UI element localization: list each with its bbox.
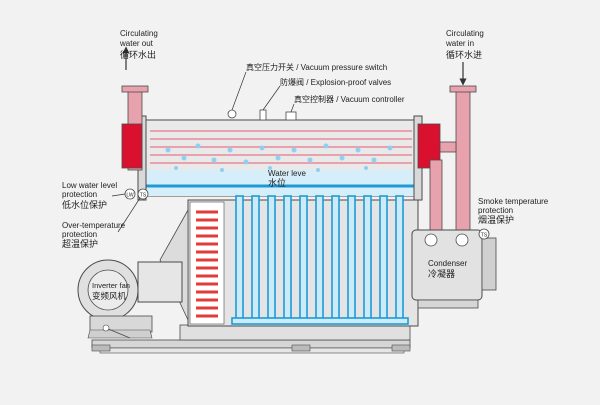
over-temp-label-en-2: protection (62, 230, 97, 239)
water-tubes (231, 195, 409, 325)
circ-in-label-en-1: Circulating (446, 29, 484, 38)
condenser (411, 229, 497, 309)
over-temp-label-cn: 超温保护 (62, 238, 98, 249)
base-frame (91, 324, 411, 354)
condenser-label-cn: 冷凝器 (428, 268, 455, 279)
smoke-sensor-label: TS (481, 233, 488, 239)
circ-in-label-en-2: water in (445, 39, 474, 48)
over-temp-sensor: TS (117, 188, 149, 233)
outlet-pipe (121, 46, 149, 171)
smoke-temp-label-en-1: Smoke temperature (478, 197, 549, 206)
fan-label-en: Inverter fan (92, 281, 130, 290)
labels: Circulating water out 循环水出 Circulating w… (62, 29, 549, 301)
explosion-valves-label: 防爆阀 / Explosion-proof valves (280, 77, 391, 87)
circ-out-label-en-1: Circulating (120, 29, 158, 38)
steam-droplets (165, 143, 393, 172)
low-water-label-cn: 低水位保护 (62, 199, 107, 210)
circ-in-label-cn: 循环水进 (446, 49, 482, 60)
vacuum-switch-leader (231, 71, 247, 111)
vacuum-switch-label: 真空压力开关 / Vacuum pressure switch (246, 62, 387, 72)
low-water-sensor-label: LW (126, 193, 133, 199)
water-level-label-cn: 水位 (268, 177, 286, 188)
vacuum-controller-box (285, 111, 297, 121)
explosion-valve (259, 109, 267, 121)
heat-exchanger-coils (150, 130, 412, 164)
fan-label-cn: 变频风机 (92, 291, 127, 301)
over-temp-sensor-label: TS (140, 193, 147, 199)
vacuum-switch-gauge (227, 109, 237, 119)
inlet-pipe (417, 62, 477, 241)
smoke-temp-label-en-2: protection (478, 206, 513, 215)
smoke-temp-sensor: TS (478, 228, 490, 240)
vacuum-controller-label: 真空控制器 / Vacuum controller (294, 94, 405, 104)
circ-out-label-en-2: water out (119, 39, 154, 48)
over-temp-label-en-1: Over-temperature (62, 221, 126, 230)
low-water-sensor: LW (111, 188, 136, 200)
smoke-temp-label-cn: 烟温保护 (478, 214, 514, 225)
low-water-label-en-2: protection (62, 190, 97, 199)
low-water-label-en-1: Low water level (62, 181, 117, 190)
explosion-valve-leader (262, 85, 281, 111)
circ-out-label-cn: 循环水出 (120, 49, 156, 60)
vacuum-controller-leader (290, 103, 295, 113)
inverter-fan (77, 259, 183, 339)
water-level-label-en: Water leve (268, 169, 306, 178)
condenser-label-en: Condenser (428, 259, 467, 268)
burner-coil (196, 210, 218, 318)
top-instruments (227, 71, 297, 121)
